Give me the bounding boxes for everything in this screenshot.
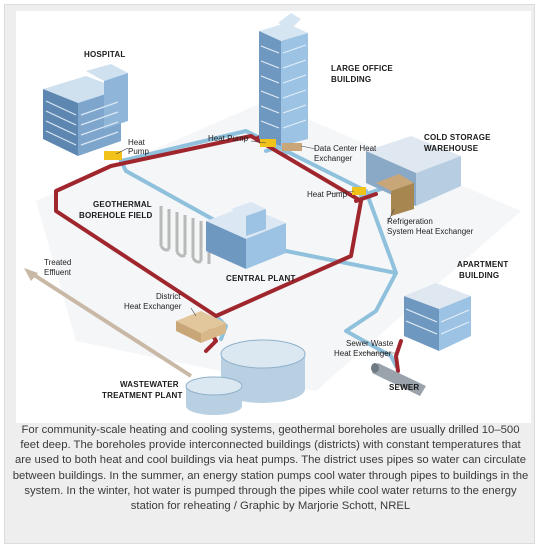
effluent-pipe [29,271,193,378]
callout-lines [115,140,396,354]
borehole-pipes [159,206,211,264]
large-office-label-line2: BUILDING [331,75,372,84]
diagram-graphic [24,13,521,415]
cold-pipe-loop-b [119,129,398,275]
sewer-waste-label-line1: Sewer Waste [346,339,394,348]
borehole-bends [159,245,202,264]
apartment-label-line1: APARTMENT [457,260,509,269]
hospital-heat-pump-label-line2: Pump [128,147,149,156]
office-heat-pump-label: Heat Pump [208,134,249,143]
treated-effluent-label-line1: Treated [44,258,72,267]
refrigeration-label-line2: System Heat Exchanger [387,227,474,236]
cold-storage-label-line1: COLD STORAGE [424,133,491,142]
figure-frame: HOSPITAL LARGE OFFICE BUILDING COLD STOR… [4,4,535,544]
central-plant-building [206,202,286,269]
district-exchanger-label-line1: District [156,292,181,301]
district-energy-diagram: HOSPITAL LARGE OFFICE BUILDING COLD STOR… [16,11,531,423]
cold-storage-heat-pump-icon [352,187,366,195]
borehole-field-coils [159,206,211,264]
hot-pipe-sewer [394,339,403,373]
geothermal-label-line2: BOREHOLE FIELD [79,211,153,220]
office-heat-pump-icon [260,139,276,147]
hospital-heat-pump-icon [104,151,122,160]
large-office-label-line1: LARGE OFFICE [331,64,393,73]
effluent-arrow-icon [24,268,38,281]
wastewater-label-line2: TREATMENT PLANT [102,391,183,400]
hospital-heat-pump-label-line1: Heat [128,138,145,147]
district-heat-exchanger [176,311,226,343]
cold-storage-label-line2: WAREHOUSE [424,144,479,153]
apartment-building [404,283,471,351]
hospital-label: HOSPITAL [84,50,126,59]
data-center-label-line2: Exchanger [314,154,353,163]
cold-pipe-loop-a [119,159,398,368]
data-center-exchanger-icon [282,143,302,151]
district-exchanger-label-line2: Heat Exchanger [124,302,182,311]
sewer-waste-label-line2: Heat Exchanger [334,349,392,358]
hospital-building [43,64,128,160]
data-center-label-line1: Data Center Heat [314,144,377,153]
hot-pipe-cold-storage [354,192,378,203]
apartment-label-line2: BUILDING [459,271,500,280]
office-tower [259,13,308,151]
sewer-pipe [371,363,426,396]
wastewater-label-line1: WASTEWATER [120,380,179,389]
sewer-label: SEWER [389,383,420,392]
geothermal-label-line1: GEOTHERMAL [93,200,152,209]
cold-storage-heat-pump-label: Heat Pump [307,190,348,199]
central-plant-label: CENTRAL PLANT [226,274,296,283]
refrigeration-label-line1: Refrigeration [387,217,433,226]
treated-effluent-label-line2: Effluent [44,268,71,277]
figure-caption: For community-scale heating and cooling … [12,424,529,513]
cold-storage-building [352,136,461,216]
wastewater-tanks [185,339,306,415]
